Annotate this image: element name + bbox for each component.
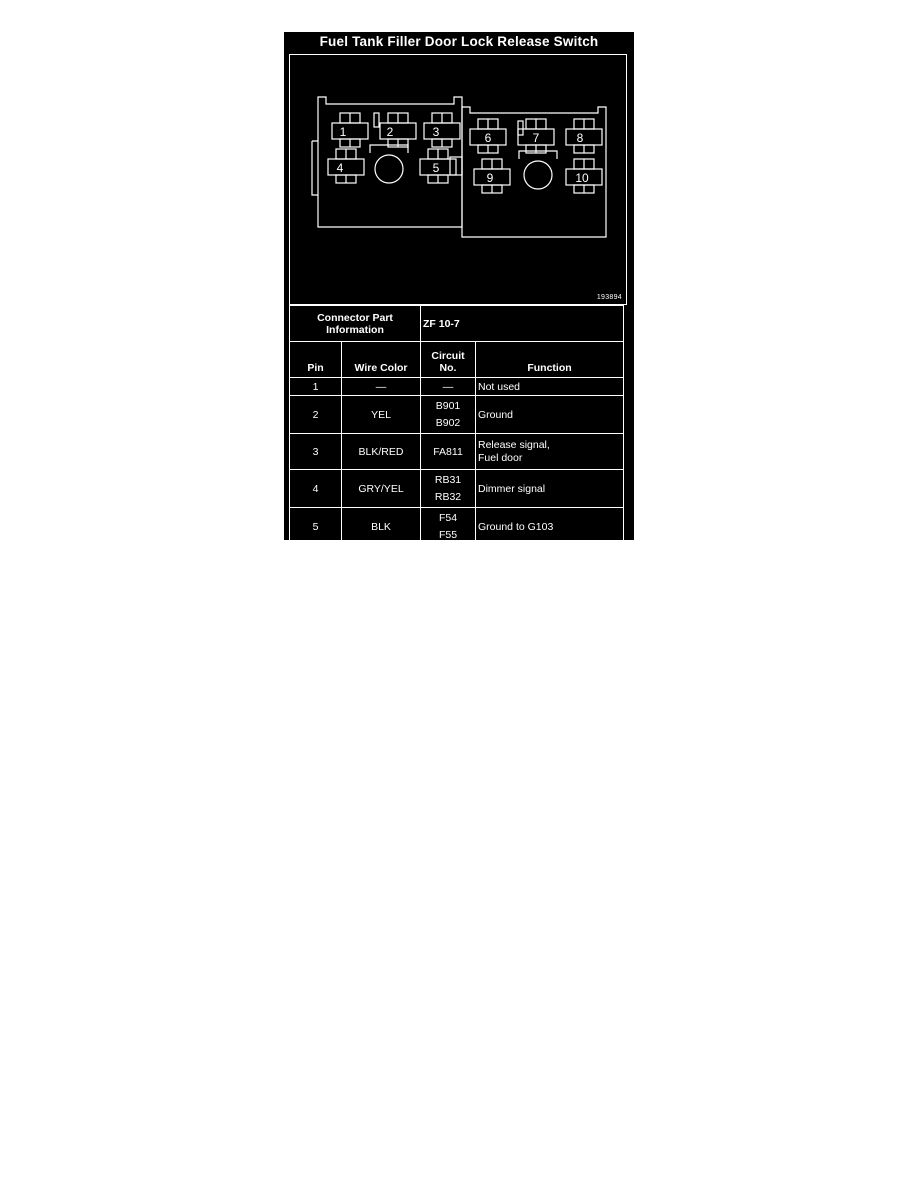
key-post-left-bracket <box>369 144 409 153</box>
connector-diagram: 1 2 3 4 5 6 7 8 9 10 193894 <box>289 54 627 305</box>
circuit-cell: — <box>420 377 476 396</box>
terminal-6 <box>469 118 507 154</box>
connector-part-number: ZF 10-7 <box>419 305 625 342</box>
connector-table: Connector Part Information ZF 10-7 Pin W… <box>289 305 625 564</box>
connector-face-drawing: 1 2 3 4 5 6 7 8 9 10 <box>311 96 607 238</box>
cavity-label-7: 7 <box>533 131 540 145</box>
function-cell: Ground <box>474 395 625 434</box>
table-row: 4 GRY/YEL RB31 RB32 Dimmer signal <box>289 469 625 508</box>
terminal-8 <box>565 118 603 154</box>
key-post-right-bracket <box>518 150 558 159</box>
connector-part-label-line2: Information <box>326 323 384 336</box>
circuit-cell: FA811 <box>420 433 476 470</box>
col-header-circuit-line1: Circuit <box>431 350 465 362</box>
key-post-right <box>523 160 553 190</box>
left-housing-inner <box>311 140 318 196</box>
table-row: 5 BLK F54 F55 Ground to G103 <box>289 507 625 546</box>
table-row: 2 YEL B901 B902 Ground <box>289 395 625 434</box>
table-row: 1 — — Not used <box>289 377 625 396</box>
terminal-10 <box>565 158 603 194</box>
cavity-label-3: 3 <box>433 125 440 139</box>
col-header-circuit: Circuit No. <box>420 341 476 378</box>
circuit-line: F55 <box>438 528 458 541</box>
function-cell: Not used <box>474 545 625 564</box>
terminal-4 <box>327 148 365 184</box>
circuit-line: B902 <box>435 416 461 429</box>
connector-panel: Fuel Tank Filler Door Lock Release Switc… <box>284 32 634 564</box>
wire-color-cell: BLK/RED <box>341 433 421 470</box>
circuit-line: F54 <box>438 511 458 524</box>
function-line: Release signal, <box>478 438 550 451</box>
cavity-label-8: 8 <box>577 131 584 145</box>
col-header-wire-color: Wire Color <box>341 341 421 378</box>
pin-cell: 5 <box>289 507 342 546</box>
cavity-label-4: 4 <box>337 161 344 175</box>
cavity-label-1: 1 <box>340 125 347 139</box>
col-header-pin: Pin <box>289 341 342 378</box>
wire-color-cell: BLK <box>341 507 421 546</box>
wire-color-cell: YEL <box>341 395 421 434</box>
circuit-cell: B901 B902 <box>420 395 476 434</box>
terminal-9 <box>473 158 511 194</box>
circuit-line: RB32 <box>434 490 462 503</box>
circuit-cell: F54 F55 <box>420 507 476 546</box>
center-latch-tab <box>373 112 380 128</box>
pin-cell: 4 <box>289 469 342 508</box>
key-post-left <box>374 154 404 184</box>
col-header-circuit-line2: No. <box>439 362 457 374</box>
cavity-label-5: 5 <box>433 161 440 175</box>
cavity-label-10: 10 <box>575 171 589 185</box>
column-header-row: Pin Wire Color Circuit No. Function <box>289 341 625 378</box>
circuit-cell: — <box>420 545 476 564</box>
function-cell: Release signal, Fuel door <box>474 433 625 470</box>
cavity-label-9: 9 <box>487 171 494 185</box>
right-housing-outline <box>461 106 607 238</box>
pin-cell: 6–10 <box>289 545 342 564</box>
wire-color-cell: GRY/YEL <box>341 469 421 508</box>
pin-cell: 2 <box>289 395 342 434</box>
terminal-5 <box>419 148 457 184</box>
cavity-label-6: 6 <box>485 131 492 145</box>
diagram-title: Fuel Tank Filler Door Lock Release Switc… <box>319 34 599 49</box>
function-cell: Dimmer signal <box>474 469 625 508</box>
terminal-2 <box>379 112 417 148</box>
left-housing-outline <box>317 96 463 228</box>
connector-part-label-line1: Connector Part <box>317 311 393 324</box>
function-line: Fuel door <box>478 451 523 464</box>
wire-color-cell: — <box>341 545 421 564</box>
terminal-3 <box>423 112 461 148</box>
connector-part-label: Connector Part Information <box>289 305 421 342</box>
col-header-function: Function <box>474 341 625 378</box>
pin-cell: 1 <box>289 377 342 396</box>
table-row: 6–10 — — Not used <box>289 545 625 564</box>
table-row: 3 BLK/RED FA811 Release signal, Fuel doo… <box>289 433 625 470</box>
terminal-1 <box>331 112 369 148</box>
wire-color-cell: — <box>341 377 421 396</box>
circuit-line: RB31 <box>434 473 462 486</box>
function-cell: Not used <box>474 377 625 396</box>
terminal-7 <box>517 118 555 154</box>
function-cell: Ground to G103 <box>474 507 625 546</box>
circuit-cell: RB31 RB32 <box>420 469 476 508</box>
connector-info-row: Connector Part Information ZF 10-7 <box>289 305 625 342</box>
figure-id: 193894 <box>596 294 622 301</box>
cavity-label-2: 2 <box>387 125 394 139</box>
center-latch-tab-right <box>517 120 524 136</box>
pin-cell: 3 <box>289 433 342 470</box>
circuit-line: B901 <box>435 399 461 412</box>
